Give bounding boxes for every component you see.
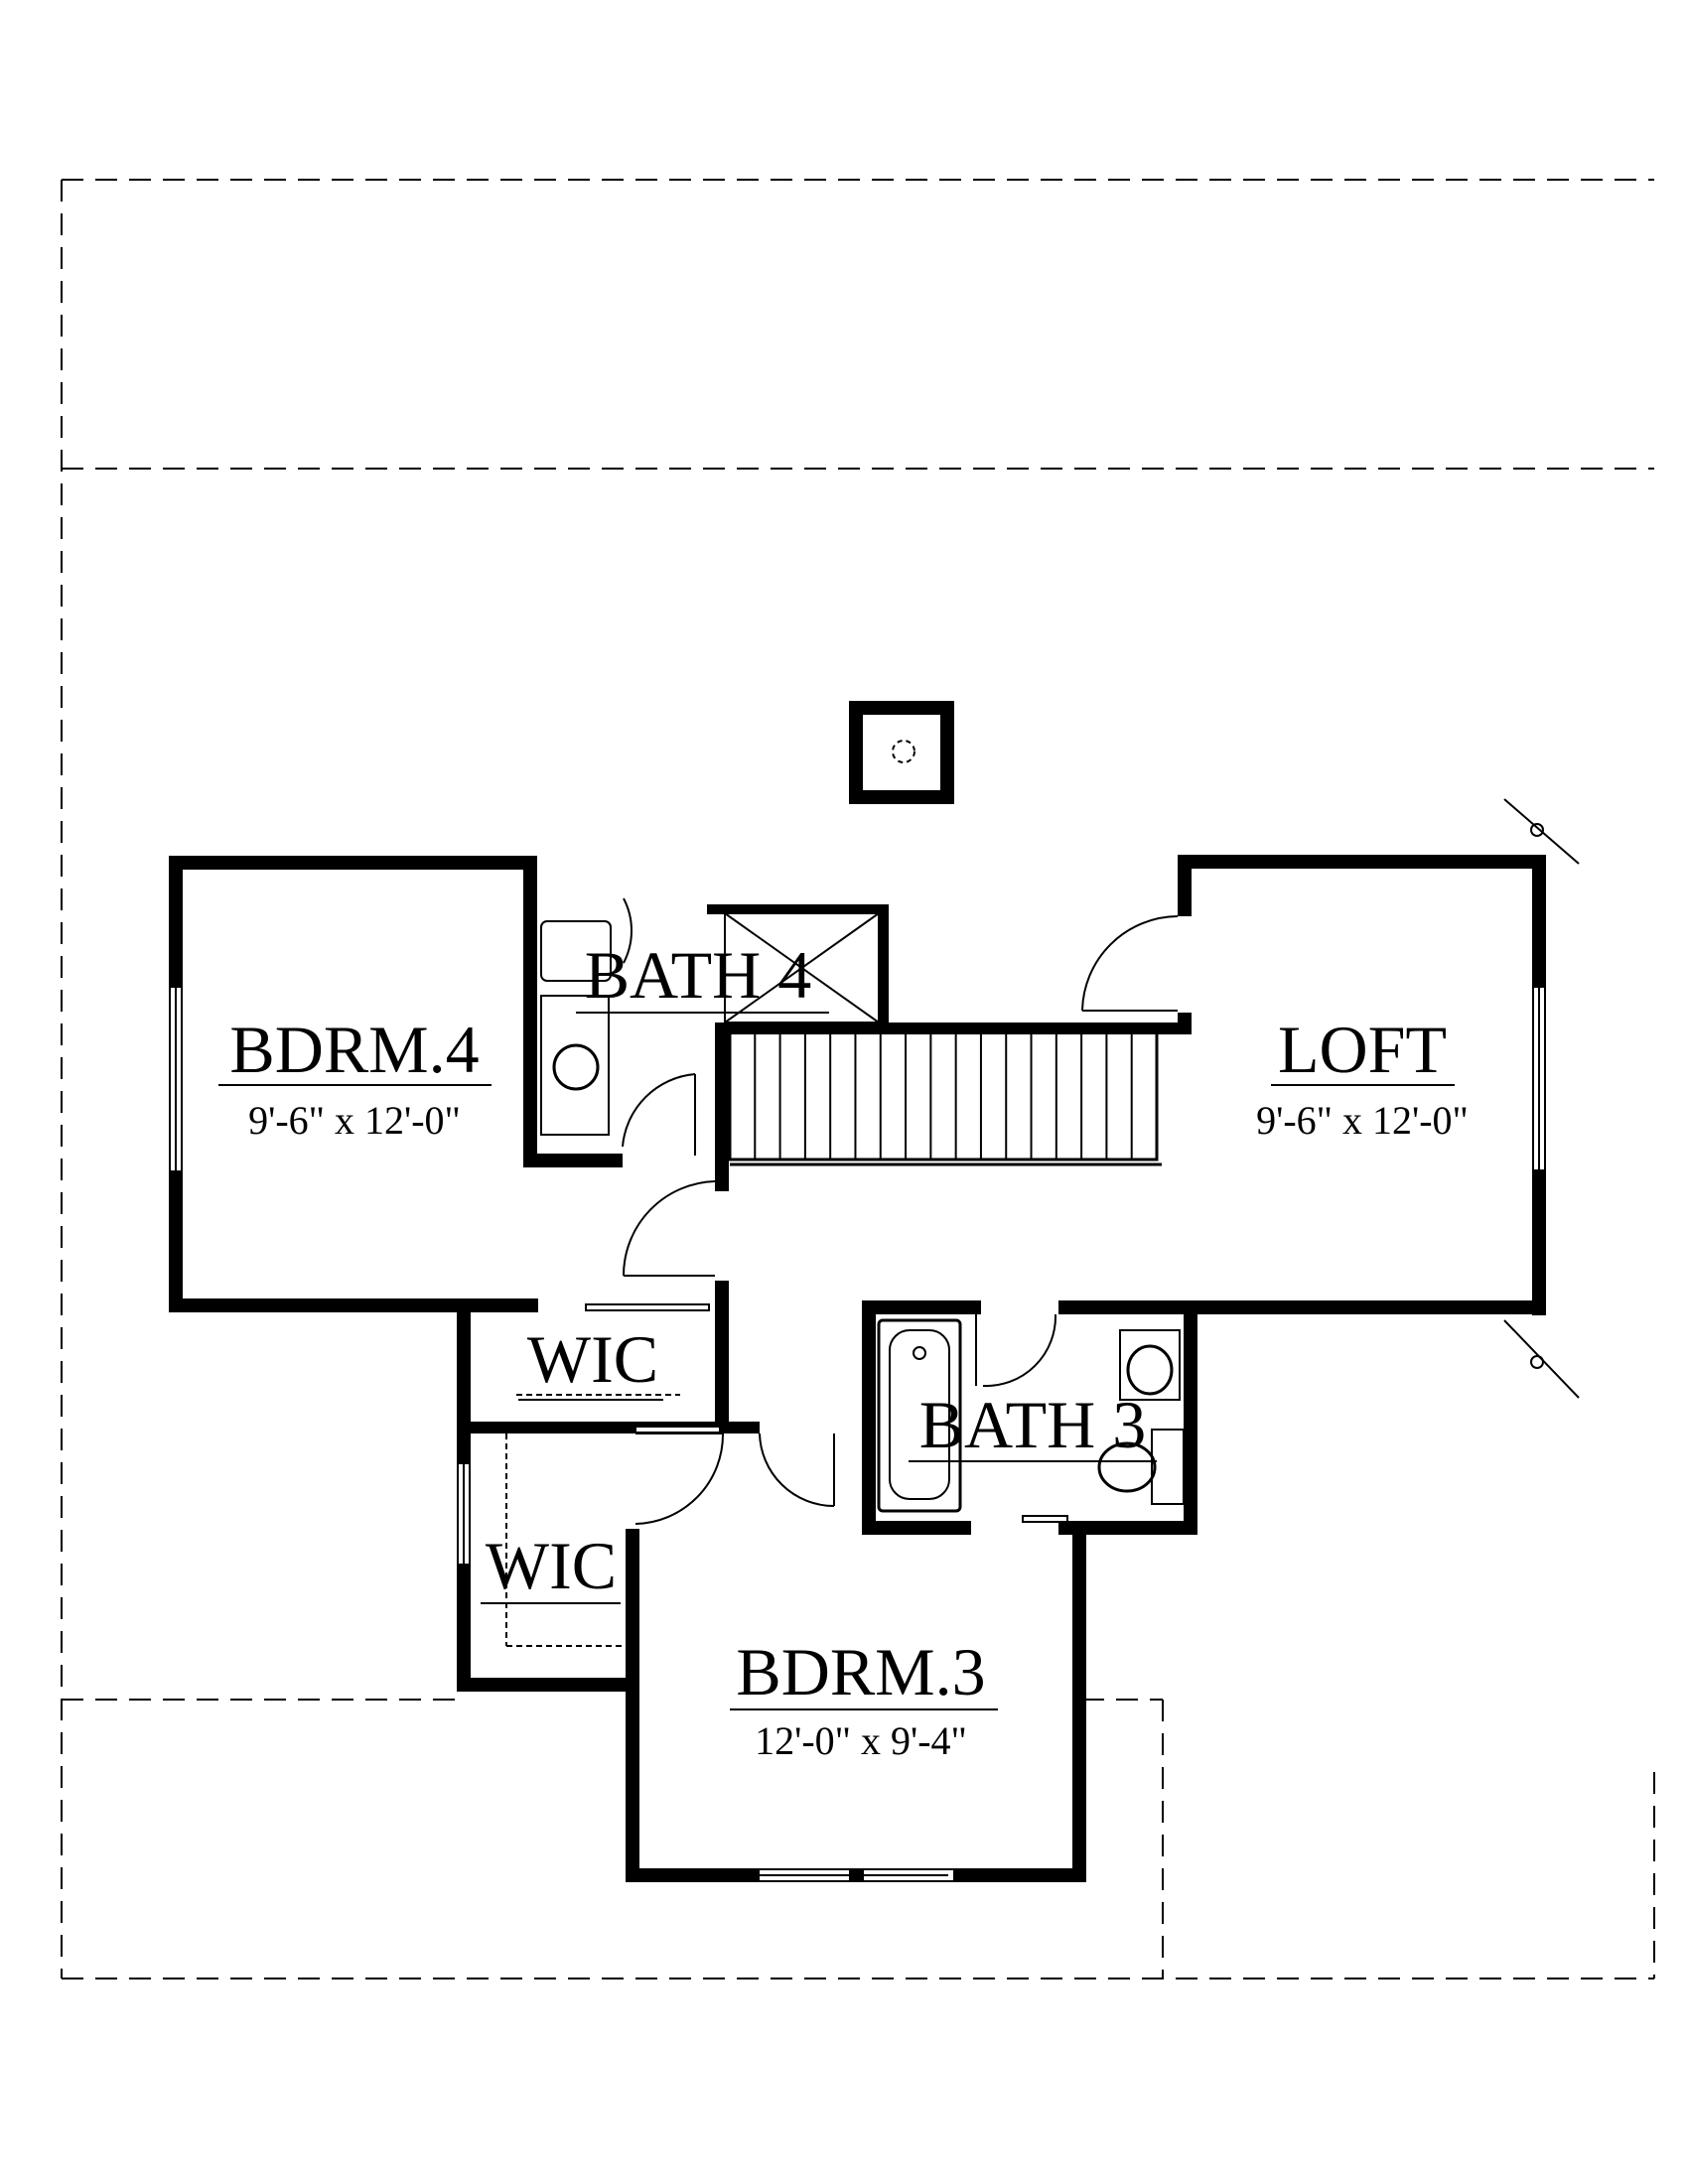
closet-shelving xyxy=(505,1394,680,1647)
loft-name: LOFT xyxy=(1278,1012,1447,1087)
bdrm4-dimensions: 9'-6" x 12'-0" xyxy=(248,1098,461,1143)
corner-braces xyxy=(1503,798,1580,1399)
door-swings xyxy=(622,897,1179,1525)
bath3-fixtures xyxy=(877,1318,1185,1513)
closet-doors xyxy=(585,1303,1068,1523)
walls xyxy=(169,855,1546,1882)
chimney-vent xyxy=(849,701,954,804)
stair-treads xyxy=(754,1032,1133,1160)
bath3-name: BATH 3 xyxy=(919,1387,1147,1462)
roof-outline xyxy=(61,179,1655,1979)
bdrm4-name: BDRM.4 xyxy=(229,1012,479,1087)
bdrm3-name: BDRM.3 xyxy=(736,1634,985,1709)
bdrm3-dimensions: 12'-0" x 9'-4" xyxy=(755,1718,967,1763)
stair xyxy=(728,1030,1162,1166)
wic-lower-name: WIC xyxy=(486,1528,617,1603)
loft-dimensions: 9'-6" x 12'-0" xyxy=(1256,1098,1469,1143)
bath4-fixtures xyxy=(540,912,880,1136)
bath4-name: BATH 4 xyxy=(585,937,812,1013)
wic-upper-name: WIC xyxy=(527,1321,658,1397)
room-labels: BDRM.4 9'-6" x 12'-0" LOFT 9'-6" x 12'-0… xyxy=(218,937,1469,1763)
